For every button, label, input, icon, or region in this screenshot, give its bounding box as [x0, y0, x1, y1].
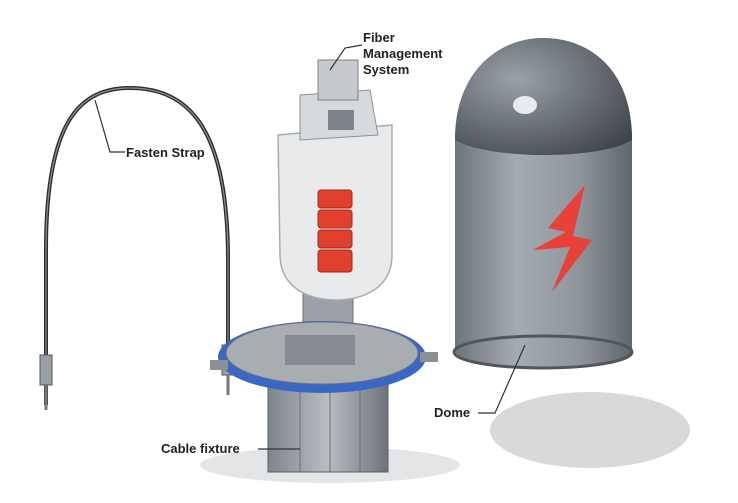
leader-lines — [94, 44, 526, 450]
label-dome: Dome — [434, 405, 471, 420]
dome — [452, 38, 634, 370]
label-fasten-strap: Fasten Strap — [126, 145, 205, 160]
label-line: Fiber — [363, 30, 395, 45]
dome-shadow — [490, 392, 690, 468]
fiber-management-tray — [277, 59, 393, 346]
label-line: System — [363, 62, 410, 77]
closure-base — [210, 321, 438, 473]
label-cable-fixture: Cable fixture — [161, 441, 240, 456]
label-fiber-management-system: Fiber Management System — [363, 30, 442, 78]
fasten-strap — [39, 85, 235, 410]
fiber-coil — [317, 189, 353, 273]
lightning-icon — [533, 185, 592, 292]
label-line: Management — [363, 46, 443, 61]
